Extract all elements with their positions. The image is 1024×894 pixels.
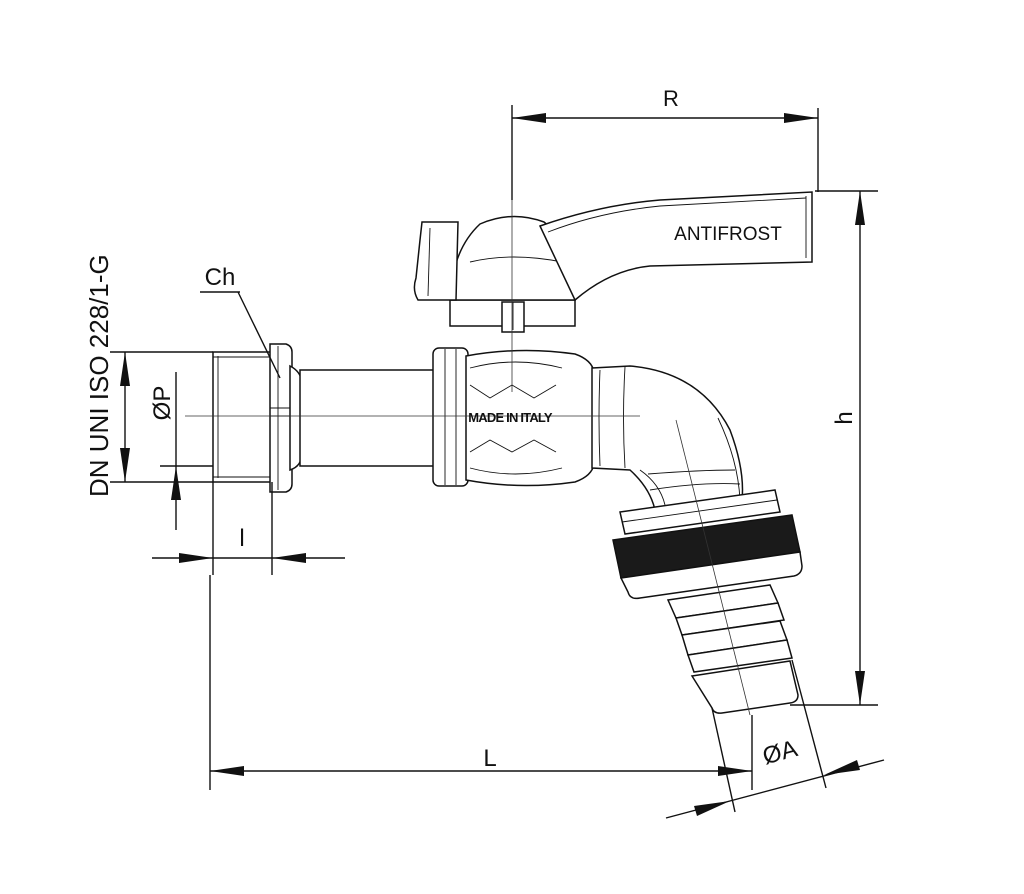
- handle-lever: [538, 191, 813, 302]
- pipe-segment: [299, 369, 436, 467]
- dimension-lines: [110, 105, 885, 819]
- dimension-P-label: ØP: [149, 386, 176, 421]
- hex-flange: [269, 343, 293, 493]
- dimension-L-label: L: [483, 745, 496, 772]
- dimension-l-label: l: [239, 525, 244, 552]
- made-in-italy-marking: MADE IN ITALY: [468, 410, 553, 425]
- dimension-Ch-label: Ch: [205, 264, 236, 291]
- standard-label: DN UNI ISO 228/1-G: [84, 254, 114, 497]
- threaded-end: [212, 351, 274, 483]
- tap-body: [212, 343, 803, 714]
- elbow-spout: [591, 365, 744, 511]
- dimension-A-label: ØA: [760, 735, 800, 770]
- hose-tip: [690, 660, 799, 714]
- dimension-h-label: h: [831, 411, 858, 424]
- antifrost-label: ANTIFROST: [674, 224, 782, 245]
- center-lines: [185, 198, 751, 716]
- labels: DN UNI ISO 228/1-G ANTIFROST MADE IN ITA…: [84, 86, 858, 772]
- dimension-R-label: R: [663, 86, 679, 111]
- valve-handle: [413, 191, 813, 333]
- body-ring: [432, 347, 469, 487]
- spout-collar: [619, 489, 781, 535]
- handle-wing: [413, 221, 459, 301]
